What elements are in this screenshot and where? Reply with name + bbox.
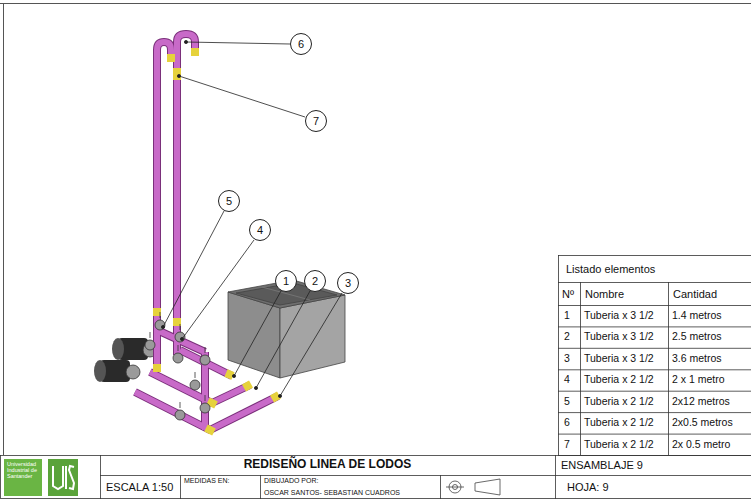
item-number: 3 [558, 348, 580, 369]
callout-number: 1 [275, 270, 297, 292]
logo-text: Universidad Industrial de Santander [5, 461, 41, 494]
callout-number: 4 [249, 219, 271, 241]
table-header: Cantidad [668, 283, 751, 305]
pump-motors [94, 338, 157, 382]
item-name: Tuberia x 3 1/2 [580, 305, 668, 326]
item-number: 7 [558, 434, 580, 455]
item-number: 1 [558, 305, 580, 326]
tank [228, 280, 345, 378]
scale-text: ESCALA 1:50 [100, 476, 180, 499]
callout-number-text: 2 [312, 276, 318, 287]
callout-number: 3 [337, 272, 359, 294]
item-name: Tuberia x 2 1/2 [580, 412, 668, 433]
item-number: 2 [558, 326, 580, 347]
pipe-fittings [157, 48, 279, 432]
callout-number: 5 [218, 190, 240, 212]
item-quantity: 2.5 metros [668, 326, 751, 347]
item-quantity: 2x12 metros [668, 391, 751, 412]
table-heading: Listado elementos [558, 256, 751, 282]
callout-number-text: 5 [226, 196, 232, 207]
projection-symbol [446, 479, 500, 495]
item-name: Tuberia x 2 1/2 [580, 434, 668, 455]
item-number: 5 [558, 391, 580, 412]
callout-number: 7 [305, 110, 327, 132]
sheet-number: HOJA: 9 [555, 476, 751, 499]
valves [145, 312, 210, 420]
assembly-number: ENSAMBLAJE 9 [555, 455, 751, 475]
drawing-title: REDISEÑO LINEA DE LODOS [100, 455, 555, 475]
authors-text: OSCAR SANTOS- SEBASTIAN CUADROS [260, 487, 440, 498]
callout-number-text: 7 [313, 116, 319, 127]
leader-lines [161, 40, 342, 397]
sheet-frame [0, 4, 751, 456]
item-quantity: 2x0.5 metros [668, 412, 751, 433]
callout-number: 6 [290, 33, 312, 55]
callout-number-text: 6 [298, 39, 304, 50]
item-number: 6 [558, 412, 580, 433]
item-name: Tuberia x 3 1/2 [580, 326, 668, 347]
item-name: Tuberia x 3 1/2 [580, 348, 668, 369]
item-quantity: 1.4 metros [668, 305, 751, 326]
callout-number-text: 3 [345, 278, 351, 289]
item-number: 4 [558, 369, 580, 390]
table-header: Nombre [580, 283, 668, 305]
university-logo [4, 459, 78, 496]
units-text: MEDIDAS EN: [180, 476, 260, 488]
item-quantity: 3.6 metros [668, 348, 751, 369]
item-quantity: 2x 0.5 metro [668, 434, 751, 455]
title-block-grid [1, 455, 751, 499]
callout-number-text: 4 [257, 225, 263, 236]
table-header: Nº [558, 283, 580, 305]
callout-number-text: 1 [283, 276, 289, 287]
parts-table-grid [558, 256, 751, 456]
item-name: Tuberia x 2 1/2 [580, 369, 668, 390]
item-name: Tuberia x 2 1/2 [580, 391, 668, 412]
pipes [135, 34, 279, 432]
callout-number: 2 [304, 270, 326, 292]
drawn-by-label: DIBUJADO POR: [260, 476, 440, 487]
item-quantity: 2 x 1 metro [668, 369, 751, 390]
